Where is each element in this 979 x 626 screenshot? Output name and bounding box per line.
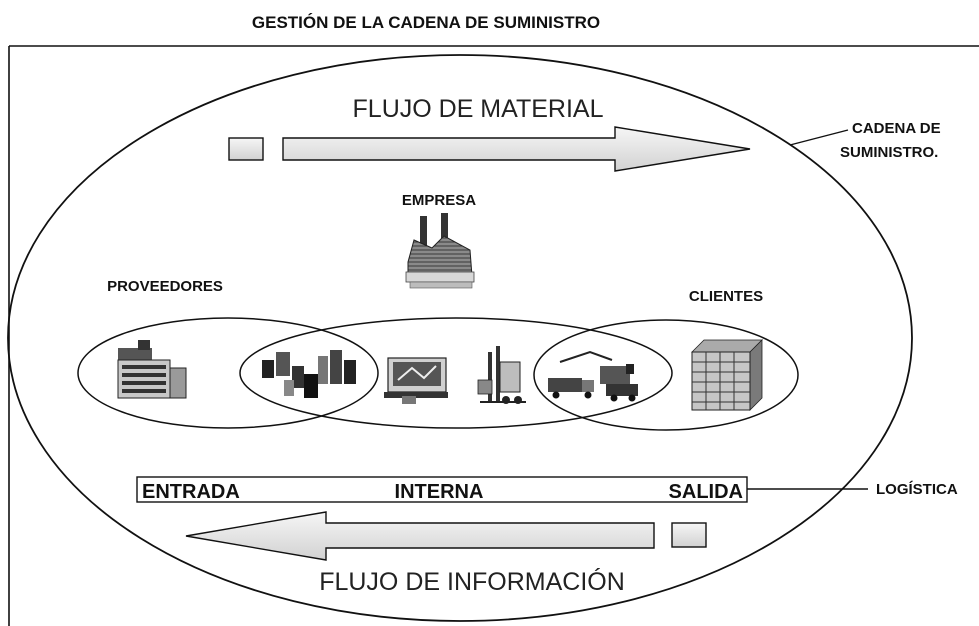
information-flow-arrow-shape <box>185 511 655 561</box>
logistics-inbound-label: ENTRADA <box>142 481 240 503</box>
suppliers-label: PROVEEDORES <box>107 278 223 295</box>
computer-desk-icon <box>384 357 448 404</box>
diagram-title: GESTIÓN DE LA CADENA DE SUMINISTRO <box>252 13 600 32</box>
delivery-trucks-icon <box>548 350 638 402</box>
logistics-bar <box>136 476 748 503</box>
factory-icon <box>405 213 475 289</box>
company-ellipse <box>239 317 673 429</box>
supply-chain-label-line2: SUMINISTRO. <box>840 144 938 161</box>
warehouse-building-icon <box>691 339 763 411</box>
outer-frame <box>8 45 979 626</box>
company-label: EMPRESA <box>402 192 476 209</box>
suppliers-ellipse <box>77 317 379 429</box>
office-building-icon <box>117 340 187 399</box>
logistics-label: LOGÍSTICA <box>876 481 958 498</box>
supply-chain-ellipse <box>7 54 913 622</box>
logistics-outbound-label: SALIDA <box>669 481 743 503</box>
supply-chain-label-line1: CADENA DE <box>852 120 941 137</box>
material-flow-arrow-shape <box>282 126 751 172</box>
material-flow-arrow <box>228 126 751 172</box>
logistics-internal-label: INTERNA <box>395 481 484 503</box>
customers-ellipse <box>533 319 799 431</box>
customers-label: CLIENTES <box>689 288 763 305</box>
material-flow-label: FLUJO DE MATERIAL <box>353 95 604 123</box>
forklift-icon <box>477 346 526 404</box>
information-flow-label: FLUJO DE INFORMACIÓN <box>319 567 625 596</box>
boxes-icon <box>262 350 356 398</box>
supply-chain-callout-line <box>789 129 849 146</box>
information-flow-source-box <box>671 522 707 548</box>
information-flow-arrow <box>185 511 707 561</box>
material-flow-source-box <box>228 137 264 161</box>
